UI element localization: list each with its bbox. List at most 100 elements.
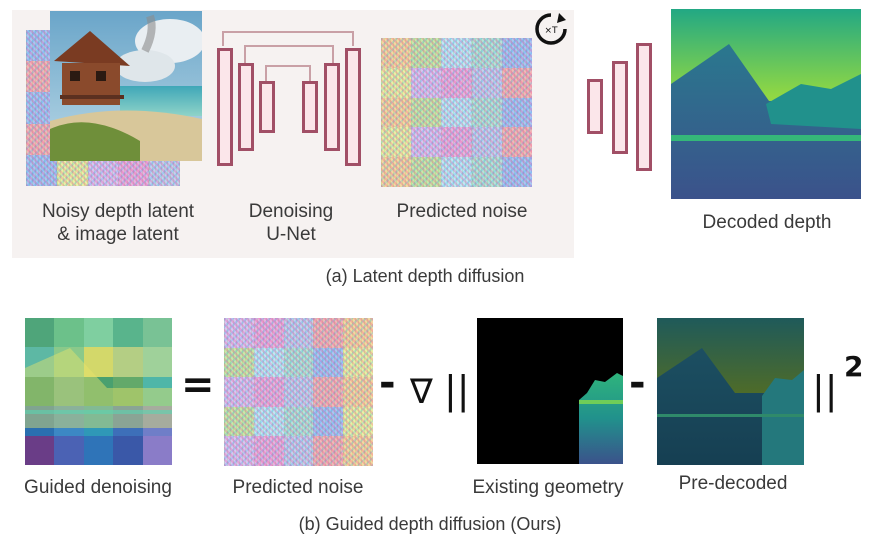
decoder-block-3 [636, 43, 652, 171]
guided-denoising-caption: Guided denoising [24, 477, 172, 498]
squared-exponent: 2 [844, 350, 864, 383]
panel-b-title: (b) Guided depth diffusion (Ours) [298, 514, 562, 534]
existing-geometry-map [477, 318, 623, 464]
noise-cell [253, 347, 284, 378]
noise-cell [441, 38, 472, 68]
unet-encoder-block-1 [217, 48, 233, 166]
unet-decoder-block-2 [324, 63, 340, 151]
guided-cell [142, 435, 172, 465]
noise-cell [501, 157, 532, 187]
noise-cell [343, 347, 373, 378]
noise-cell [501, 97, 532, 128]
noise-cell [313, 318, 344, 348]
unet-encoder-block-2 [238, 63, 254, 151]
equals-sign: = [181, 362, 215, 408]
noise-cell [471, 157, 502, 187]
noise-cell [501, 38, 532, 68]
noise-cell [471, 38, 502, 68]
noise-cell [253, 377, 284, 407]
guided-cell [113, 347, 143, 377]
noise-cell [471, 67, 502, 98]
guided-cell [54, 435, 84, 465]
noise-cell [224, 377, 254, 407]
noise-cell [381, 127, 412, 158]
guided-cell [83, 435, 114, 465]
noise-cell [381, 157, 412, 187]
unet-skip-connections [222, 31, 354, 81]
unet-decoder-block-3 [302, 81, 318, 133]
noise-cell [343, 377, 373, 407]
decoded-depth-caption: Decoded depth [702, 212, 832, 233]
guided-cell [54, 318, 84, 348]
guided-cell [113, 318, 143, 348]
noise-cell [224, 347, 254, 378]
noise-cell [441, 67, 472, 98]
guided-cell [83, 347, 114, 377]
noise-cell [441, 97, 472, 128]
panel-a-title: (a) Latent depth diffusion [325, 266, 525, 286]
guided-cell [25, 435, 55, 465]
noise-cell [283, 318, 314, 348]
noise-cell [343, 318, 373, 348]
pre-decoded-map [657, 318, 804, 465]
guided-cell [113, 376, 143, 407]
guided-cell [25, 347, 55, 377]
noisy-latent-caption: Noisy depth latent & image latent [41, 201, 195, 245]
decoder-block-2 [612, 61, 628, 154]
noise-cell [313, 436, 344, 466]
guided-cell [142, 347, 172, 377]
guided-overlay [25, 348, 172, 428]
noise-cell [471, 127, 502, 158]
noise-cell [253, 406, 284, 437]
noise-cell [253, 436, 284, 466]
noise-cell [224, 318, 254, 348]
decoded-depth-map [671, 9, 861, 199]
noise-cell [283, 347, 314, 378]
noise-cell [411, 97, 442, 128]
noise-cell [441, 157, 472, 187]
noise-cell [224, 436, 254, 466]
norm-open: || [444, 368, 470, 412]
unet-caption: Denoising U-Net [248, 201, 334, 245]
guided-cell [83, 318, 114, 348]
guided-cell [25, 318, 55, 348]
repeat-icon: ×T [535, 13, 567, 45]
predicted-noise-caption-top: Predicted noise [396, 201, 528, 222]
noise-cell [471, 97, 502, 128]
guided-cell [54, 347, 84, 377]
predicted-noise-tile [381, 38, 532, 187]
guided-cell [54, 376, 84, 407]
noise-cell [411, 67, 442, 98]
noise-cell [253, 318, 284, 348]
noise-cell [381, 67, 412, 98]
predicted-noise-caption-bottom: Predicted noise [232, 477, 364, 498]
nabla-symbol: ∇ [410, 372, 433, 412]
noise-cell [283, 406, 314, 437]
guided-cell [142, 376, 172, 407]
noise-cell [313, 347, 344, 378]
noise-cell [441, 127, 472, 158]
house-image [50, 11, 202, 161]
norm-close: || [812, 368, 838, 412]
unet-decoder-block-1 [345, 48, 361, 166]
noise-cell [313, 377, 344, 407]
noise-cell [501, 127, 532, 158]
noise-cell [313, 406, 344, 437]
noise-cell [224, 406, 254, 437]
noise-cell [501, 67, 532, 98]
noise-cell [411, 157, 442, 187]
guided-cell [25, 376, 55, 407]
repeat-icon-label: ×T [544, 26, 558, 36]
noise-cell [343, 436, 373, 466]
noise-cell [343, 406, 373, 437]
guided-cell [142, 318, 172, 348]
noise-cell [283, 436, 314, 466]
pre-decoded-caption: Pre-decoded [678, 473, 788, 494]
decoder-block-1 [587, 79, 603, 134]
existing-geometry-caption: Existing geometry [472, 477, 624, 498]
unet-encoder-block-3 [259, 81, 275, 133]
noise-cell [411, 127, 442, 158]
minus-sign-2: - [629, 360, 646, 406]
predicted-noise-tile-bottom [224, 318, 373, 466]
noise-cell [381, 97, 412, 128]
